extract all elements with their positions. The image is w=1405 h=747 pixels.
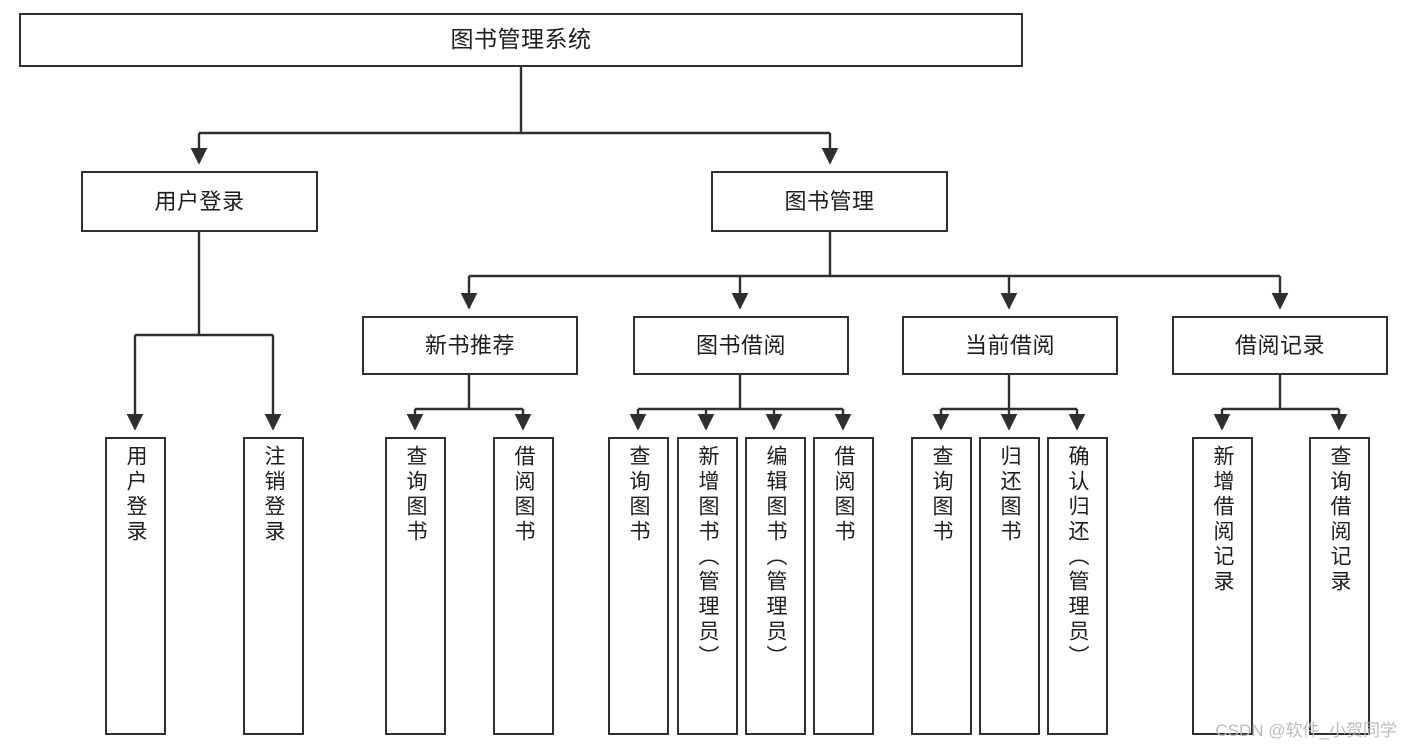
node-label: 新书推荐 bbox=[424, 332, 515, 358]
node-label: 用户登录 bbox=[124, 445, 147, 545]
node-label: 查询图书 bbox=[627, 445, 650, 545]
leaf-borrow-add-book[interactable]: 新增图书（管理员） bbox=[677, 437, 738, 735]
node-label: 图书管理 bbox=[784, 188, 875, 214]
node-label: 借阅图书 bbox=[832, 445, 855, 545]
node-label: 编辑图书（管理员） bbox=[764, 445, 787, 670]
node-label: 当前借阅 bbox=[964, 332, 1055, 358]
leaf-recommend-borrow-book[interactable]: 借阅图书 bbox=[493, 437, 554, 735]
node-new-book-recommend[interactable]: 新书推荐 bbox=[362, 316, 578, 375]
leaf-current-return-book[interactable]: 归还图书 bbox=[979, 437, 1040, 735]
node-book-management[interactable]: 图书管理 bbox=[711, 171, 948, 232]
csdn-watermark: CSDN @软件_小贺同学 bbox=[1215, 721, 1397, 740]
node-current-borrow[interactable]: 当前借阅 bbox=[902, 316, 1118, 375]
node-label: 新增借阅记录 bbox=[1211, 445, 1234, 595]
node-book-borrow[interactable]: 图书借阅 bbox=[633, 316, 849, 375]
node-label: 用户登录 bbox=[154, 188, 245, 214]
leaf-current-query-book[interactable]: 查询图书 bbox=[911, 437, 972, 735]
leaf-borrow-query-book[interactable]: 查询图书 bbox=[608, 437, 669, 735]
leaf-borrow-borrow-book[interactable]: 借阅图书 bbox=[813, 437, 874, 735]
node-label: 借阅图书 bbox=[512, 445, 535, 545]
node-label: 图书借阅 bbox=[695, 332, 786, 358]
leaf-user-login-login[interactable]: 用户登录 bbox=[105, 437, 166, 735]
node-user-login[interactable]: 用户登录 bbox=[81, 171, 318, 232]
node-label: 查询图书 bbox=[404, 445, 427, 545]
leaf-user-login-logout[interactable]: 注销登录 bbox=[243, 437, 304, 735]
node-label: 新增图书（管理员） bbox=[696, 445, 719, 670]
node-label: 查询借阅记录 bbox=[1328, 445, 1351, 595]
leaf-borrow-edit-book[interactable]: 编辑图书（管理员） bbox=[745, 437, 806, 735]
node-label: 归还图书 bbox=[998, 445, 1021, 545]
node-label: 借阅记录 bbox=[1234, 332, 1325, 358]
leaf-record-query-record[interactable]: 查询借阅记录 bbox=[1309, 437, 1370, 735]
leaf-record-add-record[interactable]: 新增借阅记录 bbox=[1192, 437, 1253, 735]
node-borrow-record[interactable]: 借阅记录 bbox=[1172, 316, 1388, 375]
node-label: 注销登录 bbox=[262, 445, 285, 545]
leaf-recommend-query-book[interactable]: 查询图书 bbox=[385, 437, 446, 735]
node-label: 确认归还（管理员） bbox=[1066, 445, 1089, 670]
node-label: 图书管理系统 bbox=[450, 26, 592, 53]
node-root-system[interactable]: 图书管理系统 bbox=[19, 13, 1023, 67]
leaf-current-confirm-return[interactable]: 确认归还（管理员） bbox=[1047, 437, 1108, 735]
node-label: 查询图书 bbox=[930, 445, 953, 545]
